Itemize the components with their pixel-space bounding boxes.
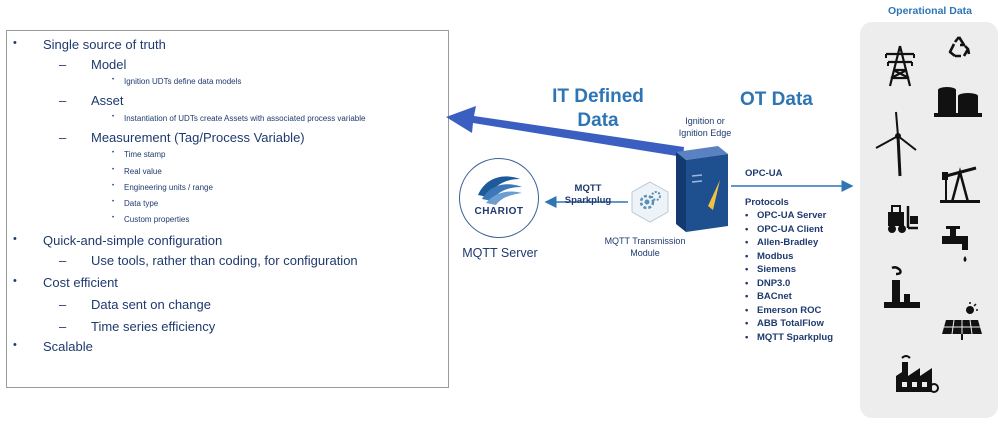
gear-module-icon: [631, 181, 669, 223]
bullet-item-level2: – Time series efficiency: [59, 319, 216, 334]
bullet-marker: –: [59, 57, 67, 72]
protocol-item: Emerson ROC: [745, 304, 833, 318]
storage-tanks-icon: [934, 87, 982, 117]
bullet-text: Asset: [91, 93, 124, 108]
bullet-marker: –: [59, 297, 67, 312]
bullet-item-level3: • Custom properties: [112, 215, 190, 224]
bullet-marker: •: [13, 339, 17, 351]
operational-data-label: Operational Data: [887, 5, 973, 17]
bullet-text: Model: [91, 57, 127, 72]
bullet-text: Data type: [124, 199, 159, 208]
bullet-marker: –: [59, 319, 67, 334]
protocol-item: ABB TotalFlow: [745, 317, 833, 331]
bullet-item-level2: – Measurement (Tag/Process Variable): [59, 130, 305, 145]
protocols-title: Protocols: [745, 197, 789, 208]
protocol-item: DNP3.0: [745, 277, 833, 291]
bullet-marker: •: [112, 215, 115, 221]
ignition-line1: Ignition or: [685, 116, 725, 126]
bullet-marker: •: [13, 275, 17, 287]
bullet-text: Ignition UDTs define data models: [124, 77, 242, 86]
bullet-item-level2: – Data sent on change: [59, 297, 211, 312]
protocol-item: BACnet: [745, 290, 833, 304]
forklift-icon: [888, 205, 918, 233]
bullet-panel: • Single source of truth – Model • Ignition U…: [6, 30, 449, 388]
bullet-item-level1: • Quick-and-simple configuration: [13, 233, 223, 248]
bullet-text: Engineering units / range: [124, 183, 213, 192]
it-defined-line1: IT Defined: [552, 86, 644, 107]
bullet-text: Time series efficiency: [91, 319, 216, 334]
bullet-item-level1: • Single source of truth: [13, 37, 166, 52]
bullet-marker: –: [59, 130, 67, 145]
solar-panel-icon: [942, 302, 982, 340]
bullet-text: Quick-and-simple configuration: [43, 233, 223, 248]
protocol-item: Modbus: [745, 250, 833, 264]
bullet-text: Instantiation of UDTs create Assets with…: [124, 114, 366, 123]
bullet-text: Use tools, rather than coding, for confi…: [91, 253, 358, 268]
mqtt-server-label: MQTT Server: [462, 246, 538, 260]
chariot-logo-text: CHARIOT: [474, 206, 524, 217]
chariot-wing-icon: [478, 176, 522, 205]
recycle-icon: [948, 36, 971, 58]
opc-ua-label: OPC-UA: [745, 168, 783, 179]
bullet-text: Measurement (Tag/Process Variable): [91, 130, 305, 145]
bullet-item-level1: • Cost efficient: [13, 275, 118, 290]
bullet-item-level2: – Asset: [59, 93, 124, 108]
bullet-item-level3: • Real value: [112, 167, 162, 176]
operational-data-panel: [860, 22, 998, 418]
bullet-marker: •: [13, 37, 17, 49]
bullet-marker: •: [13, 233, 17, 245]
chariot-logo: CHARIOT: [459, 158, 539, 238]
bullet-item-level3: • Time stamp: [112, 150, 166, 159]
bullet-marker: •: [112, 114, 115, 120]
protocol-item: Allen-Bradley: [745, 236, 833, 250]
bullet-marker: •: [112, 150, 115, 156]
bullet-item-level3: • Engineering units / range: [112, 183, 213, 192]
mqtt-line2: Sparkplug: [564, 195, 612, 206]
bullet-text: Real value: [124, 167, 162, 176]
bullet-text: Time stamp: [124, 150, 166, 159]
bullet-text: Scalable: [43, 339, 93, 354]
it-data-arrow: [446, 106, 684, 157]
protocol-item: Siemens: [745, 263, 833, 277]
factory-stack-icon: [884, 266, 920, 308]
it-defined-line2: Data: [577, 110, 619, 131]
bullet-text: Data sent on change: [91, 297, 211, 312]
bullet-marker: •: [112, 183, 115, 189]
bullet-item-level3: • Data type: [112, 199, 159, 208]
bullet-item-level1: • Scalable: [13, 339, 93, 354]
bullet-marker: •: [112, 77, 115, 83]
ignition-label: Ignition or Ignition Edge: [665, 115, 745, 139]
bullet-item-level3: • Ignition UDTs define data models: [112, 77, 242, 86]
bullet-text: Single source of truth: [43, 37, 166, 52]
bullet-marker: •: [112, 167, 115, 173]
factory-icon: [896, 355, 939, 393]
bullet-marker: –: [59, 253, 67, 268]
wind-turbine-icon: [875, 111, 917, 177]
bullet-item-level3: • Instantiation of UDTs create Assets wit…: [112, 114, 366, 123]
protocol-item: OPC-UA Server: [745, 209, 833, 223]
mqtt-line1: MQTT: [574, 183, 602, 194]
ignition-line2: Ignition Edge: [678, 128, 732, 138]
protocol-item: MQTT Sparkplug: [745, 331, 833, 345]
oil-pump-icon: [940, 166, 980, 203]
it-defined-data-label: IT Defined Data: [538, 85, 658, 133]
power-tower-icon: [885, 45, 915, 87]
server-icon: [676, 146, 728, 232]
water-tap-icon: [942, 226, 968, 262]
bullet-marker: •: [112, 199, 115, 205]
mqtt-sparkplug-label: MQTT Sparkplug: [553, 183, 623, 207]
bullet-text: Custom properties: [124, 215, 190, 224]
ot-data-label: OT Data: [740, 89, 813, 110]
bullet-marker: –: [59, 93, 67, 108]
protocol-item: OPC-UA Client: [745, 223, 833, 237]
transmission-module-label: MQTT Transmission Module: [590, 235, 700, 259]
bullet-text: Cost efficient: [43, 275, 118, 290]
bullet-item-level2: – Use tools, rather than coding, for conf…: [59, 253, 358, 268]
transmission-line1: MQTT Transmission: [604, 236, 686, 246]
transmission-line2: Module: [630, 248, 660, 258]
bullet-item-level2: – Model: [59, 57, 127, 72]
